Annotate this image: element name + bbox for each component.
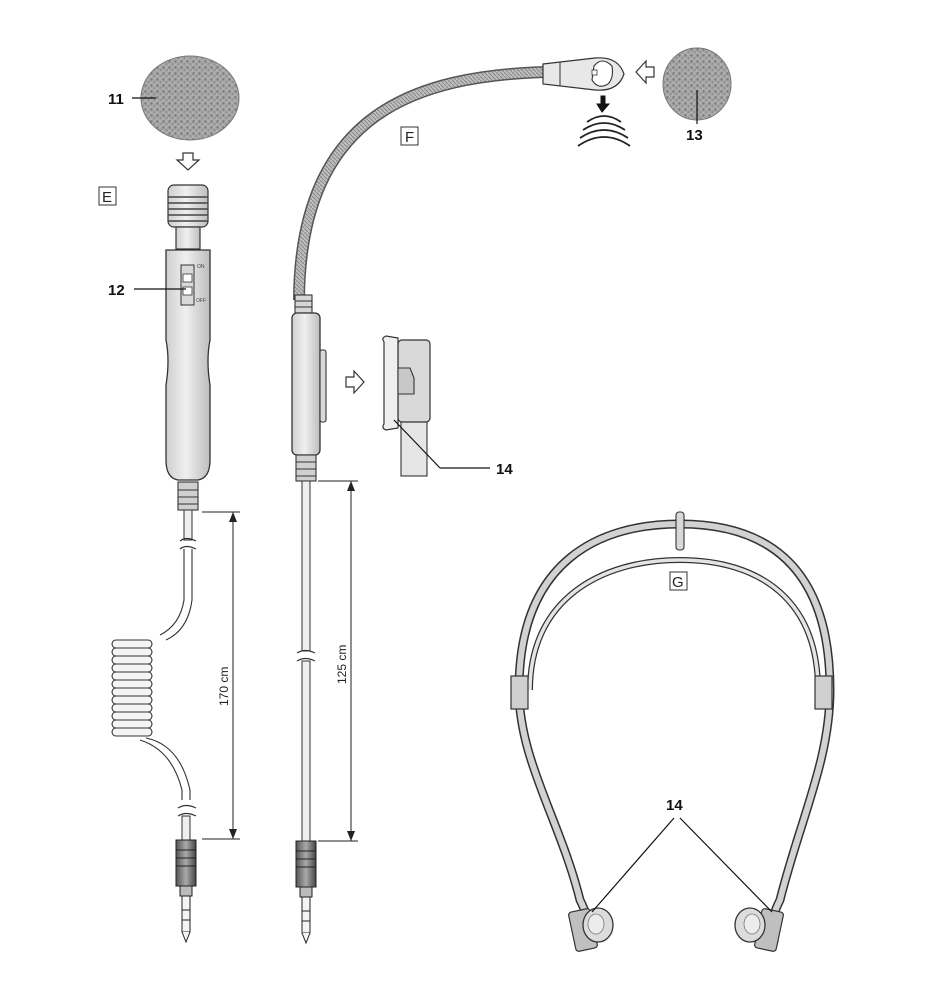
dimension-170cm: 170 cm	[217, 667, 231, 706]
headband: G 14	[510, 511, 835, 952]
callout-leader-14	[393, 419, 441, 469]
headband-slider-right	[814, 675, 833, 710]
arrow-right-icon	[345, 369, 365, 395]
sound-direction-icon	[596, 95, 611, 113]
handheld-body	[165, 249, 211, 481]
section-box-e	[98, 186, 117, 206]
arrow-left-icon	[635, 59, 655, 85]
callout-14-headband: 14	[666, 797, 683, 814]
callout-leader-14-left	[591, 817, 675, 913]
section-letter-g: G	[672, 574, 684, 591]
section-box-f	[400, 126, 419, 146]
switch-label-on: ON	[197, 264, 205, 270]
callout-11: 11	[108, 91, 124, 108]
section-letter-e: E	[102, 189, 112, 206]
on-off-switch-12	[180, 264, 195, 306]
arrow-down-icon	[175, 152, 201, 171]
handheld-microphone: 11 E ON OFF 12	[98, 55, 240, 944]
switch-label-off: OFF	[196, 298, 206, 304]
jack-plug-handheld	[175, 839, 197, 887]
gooseneck-body	[291, 312, 321, 456]
headband-clip-holder-right	[734, 907, 784, 952]
dimension-125cm: 125 cm	[335, 645, 349, 684]
callout-14: 14	[496, 461, 513, 478]
jack-plug-gooseneck	[295, 840, 317, 888]
gooseneck-microphone: 13 F	[291, 47, 732, 945]
callout-leader-14-right	[679, 817, 773, 913]
headband-slider-left	[510, 675, 529, 710]
callout-13: 13	[686, 127, 703, 144]
callout-12: 12	[108, 282, 125, 299]
coiled-cable	[111, 639, 153, 737]
headband-clip-holder-left	[568, 907, 614, 952]
gooseneck	[293, 66, 546, 301]
section-box-g	[669, 571, 688, 591]
clip-holder-14	[382, 335, 431, 477]
section-letter-f: F	[405, 129, 414, 146]
